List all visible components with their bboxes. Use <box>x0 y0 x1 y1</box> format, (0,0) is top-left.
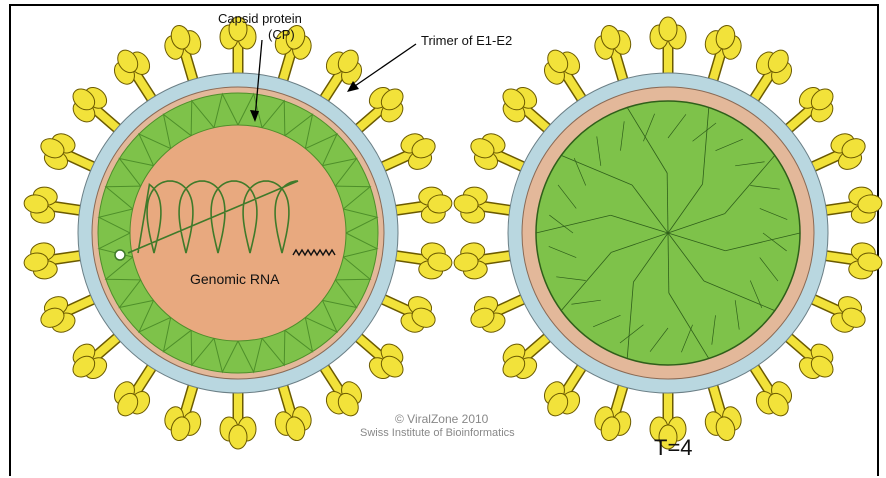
triangulation-label: T=4 <box>654 435 693 461</box>
spike-head-lobe <box>229 425 247 449</box>
genomic-rna-label: Genomic RNA <box>190 271 279 287</box>
virion-surface-view <box>453 17 883 449</box>
virion-cross-section <box>23 17 453 449</box>
cp-label: (CP) <box>268 27 295 42</box>
rna-cap-marker <box>115 250 125 260</box>
copyright-label: © ViralZone 2010 <box>395 412 488 426</box>
nucleocapsid-core <box>130 125 346 341</box>
institute-label: Swiss Institute of Bioinformatics <box>360 427 515 439</box>
capsid-protein-label: Capsid protein <box>218 11 302 26</box>
trimer-label: Trimer of E1-E2 <box>421 33 512 48</box>
spike-head-lobe <box>659 17 677 41</box>
trimer-pointer-arrow <box>352 44 416 88</box>
